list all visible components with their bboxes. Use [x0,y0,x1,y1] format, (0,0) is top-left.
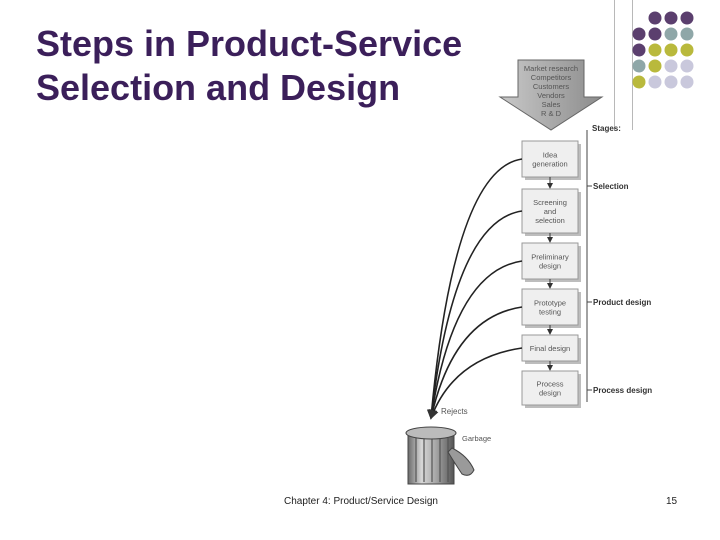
decor-dot [680,11,694,25]
decor-dot [664,75,678,89]
rejects-label: Rejects [441,407,468,416]
step-box-label: and [544,207,557,216]
reject-arrow [429,347,523,420]
decor-dot [632,27,646,41]
garbage-label: Garbage [462,434,491,443]
decorative-dot-grid [632,11,694,89]
decor-dot [664,43,678,57]
source-line: R & D [541,109,562,118]
step-box-label: Preliminary [531,253,569,262]
step-box-label: Idea [543,151,558,160]
decor-dot [648,75,662,89]
stages-heading: Stages: [592,124,621,133]
decor-dot [632,59,646,73]
step-box-label: selection [535,216,565,225]
slide-title: Steps in Product-Service Selection and D… [36,22,516,110]
reject-arrow [426,158,523,420]
decor-dot [664,59,678,73]
garbage-can-icon [405,426,475,485]
decor-dot [680,27,694,41]
sources-arrow: Market research Competitors Customers Ve… [498,59,604,131]
stage-label-process-design: Process design [593,386,652,395]
step-box-label: generation [532,160,567,169]
source-line: Vendors [537,91,565,100]
stage-bracket [586,130,592,402]
footer-chapter: Chapter 4: Product/Service Design [284,496,438,507]
decor-dot [648,11,662,25]
reject-arrows [426,158,523,420]
reject-arrow [428,306,523,420]
decor-dot [632,43,646,57]
stage-label-selection: Selection [593,182,629,191]
decor-dot [648,43,662,57]
step-box-label: Prototype [534,299,566,308]
source-line: Customers [533,82,570,91]
step-box: Final design [521,334,581,364]
step-box-label: design [539,389,561,398]
step-box-label: design [539,262,561,271]
reject-arrow [427,260,523,420]
step-boxes: IdeagenerationScreeningandselectionPreli… [521,140,581,408]
source-line: Sales [542,100,561,109]
slide-title-line-2: Selection and Design [36,67,401,108]
decor-dot [680,75,694,89]
page-number: 15 [666,496,678,507]
slide-title-line-1: Steps in Product-Service [36,23,463,64]
decor-dot [664,11,678,25]
step-box-label: Process [536,380,563,389]
step-box-label: testing [539,308,561,317]
decor-dot [632,75,646,89]
stage-label-product-design: Product design [593,298,651,307]
decor-dot [680,43,694,57]
decor-dot [648,27,662,41]
step-box-label: Final design [530,344,570,353]
source-line: Competitors [531,73,572,82]
source-line: Market research [524,64,578,73]
decor-line-left [614,0,615,130]
decor-line-right [632,0,633,130]
reject-arrow [427,210,523,420]
decor-dot [680,59,694,73]
decor-dot [648,59,662,73]
decor-dot [664,27,678,41]
step-box-label: Screening [533,198,567,207]
